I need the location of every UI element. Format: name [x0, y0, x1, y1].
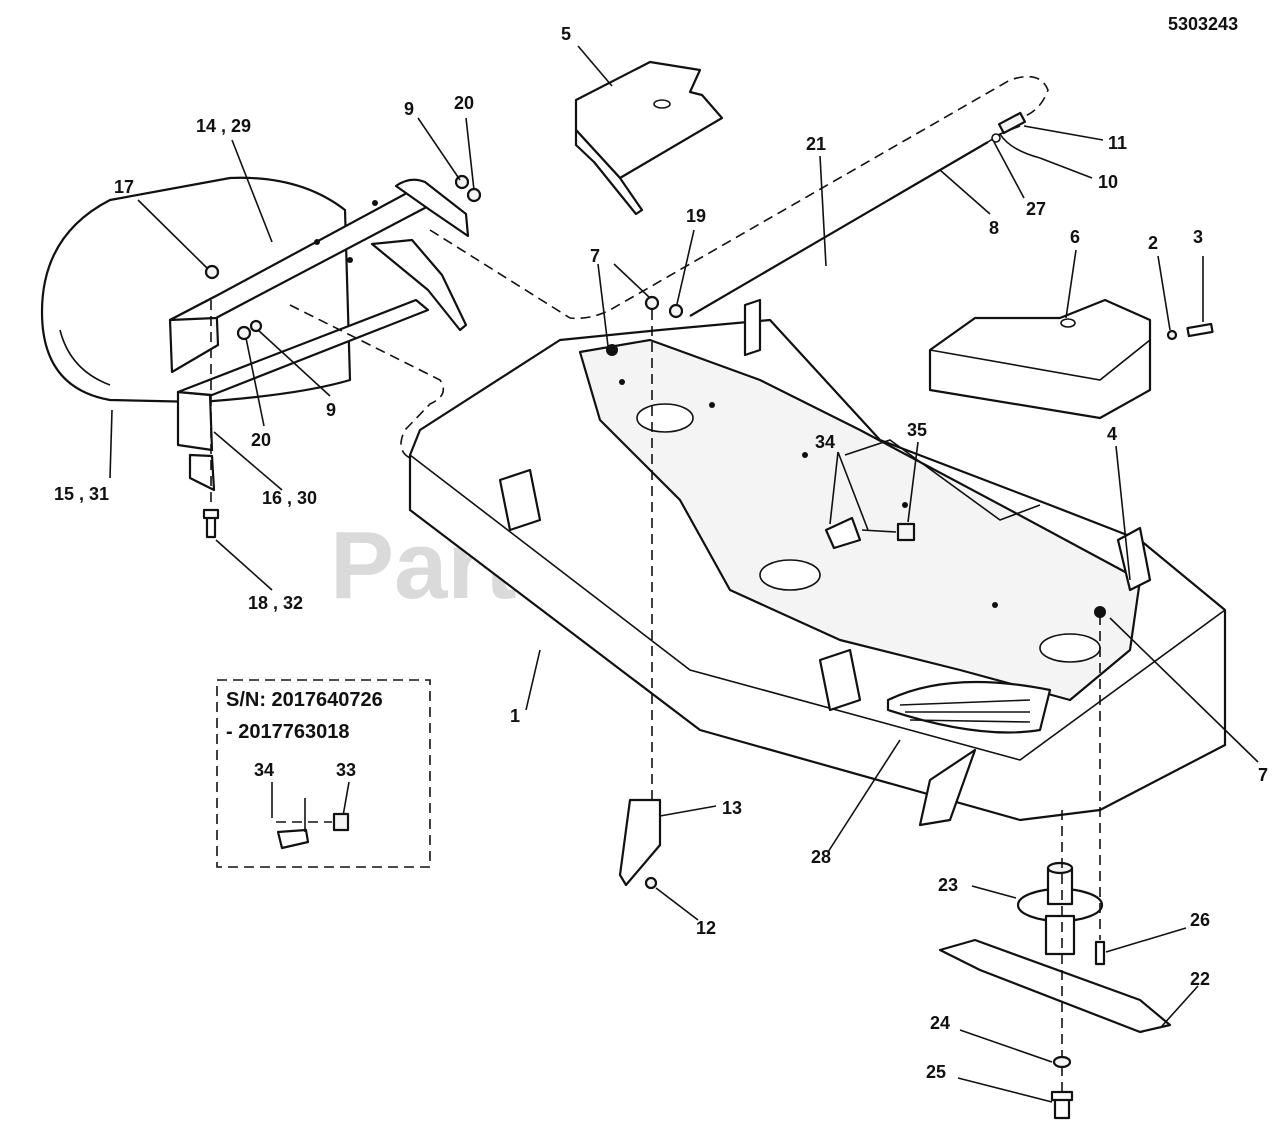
washer-2[interactable] [1166, 329, 1178, 341]
chute-mount[interactable] [176, 298, 430, 492]
callout-6: 6 [1070, 227, 1080, 247]
belt-cover-5[interactable] [574, 60, 724, 216]
callout-24: 24 [930, 1013, 950, 1033]
blade-22[interactable] [938, 938, 1172, 1034]
deflector-bracket[interactable] [168, 178, 470, 374]
callout-14-29: 14 , 29 [196, 116, 251, 136]
callout-15-31: 15 , 31 [54, 484, 109, 504]
serial-inset: S/N: 2017640726 - 2017763018 34 33 [216, 679, 431, 868]
spindle-23[interactable] [1016, 861, 1104, 956]
bolt-26[interactable] [1094, 940, 1106, 966]
nut-20-upper[interactable] [466, 187, 482, 203]
callout-7-upper: 7 [590, 246, 600, 266]
callout-17: 17 [114, 177, 134, 197]
bolt-19[interactable] [668, 303, 684, 319]
bolt-18-32[interactable] [202, 508, 220, 539]
callout-9-lower: 9 [326, 400, 336, 420]
callout-11: 11 [1108, 133, 1127, 153]
callout-8: 8 [989, 218, 999, 238]
callout-35: 35 [907, 420, 927, 440]
callout-13: 13 [722, 798, 742, 818]
callout-34: 34 [815, 432, 835, 452]
bolt-12[interactable] [644, 876, 658, 890]
callout-23: 23 [938, 875, 958, 895]
callout-1: 1 [510, 706, 520, 726]
callout-22: 22 [1190, 969, 1210, 989]
washer-9-lower[interactable] [249, 319, 263, 333]
callout-21: 21 [806, 134, 826, 154]
callout-25: 25 [926, 1062, 946, 1082]
inset-callout-33: 33 [336, 760, 356, 780]
nut-17[interactable] [204, 264, 220, 280]
control-rod-8[interactable] [689, 111, 1041, 317]
callout-9-upper: 9 [404, 99, 414, 119]
bolt-3[interactable] [1186, 322, 1214, 338]
callout-3: 3 [1193, 227, 1203, 247]
callout-7-lower: 7 [1258, 765, 1268, 785]
callout-16-30: 16 , 30 [262, 488, 317, 508]
callout-12: 12 [696, 918, 716, 938]
bracket-34-35[interactable] [824, 516, 916, 550]
callout-20-lower: 20 [251, 430, 271, 450]
inset-callout-34: 34 [254, 760, 274, 780]
bolt-25[interactable] [1050, 1090, 1074, 1120]
callout-2: 2 [1148, 233, 1158, 253]
callout-10: 10 [1098, 172, 1118, 192]
leader-lines [109, 45, 1259, 1103]
inset-serial-line1: S/N: 2017640726 [226, 689, 383, 711]
callout-19: 19 [686, 206, 706, 226]
diagram-number: 5303243 [1168, 14, 1238, 34]
nut-20-lower[interactable] [236, 325, 252, 341]
callout-4: 4 [1107, 424, 1117, 444]
callout-5: 5 [561, 24, 571, 44]
callout-26: 26 [1190, 910, 1210, 930]
inset-serial-line2: - 2017763018 [226, 721, 349, 743]
discharge-chute[interactable] [40, 176, 352, 404]
callout-27: 27 [1026, 199, 1046, 219]
baffle-13[interactable] [618, 798, 662, 887]
callout-28: 28 [811, 847, 831, 867]
callout-labels: 5 14 , 29 9 20 17 15 , 31 20 9 16 , 30 1… [54, 24, 1268, 1082]
washer-24[interactable] [1052, 1055, 1072, 1069]
callout-20-upper: 20 [454, 93, 474, 113]
belt-cover-6[interactable] [928, 298, 1152, 420]
mower-deck-1[interactable] [408, 298, 1227, 827]
callout-18-32: 18 , 32 [248, 593, 303, 613]
nut-7-top[interactable] [644, 295, 660, 311]
